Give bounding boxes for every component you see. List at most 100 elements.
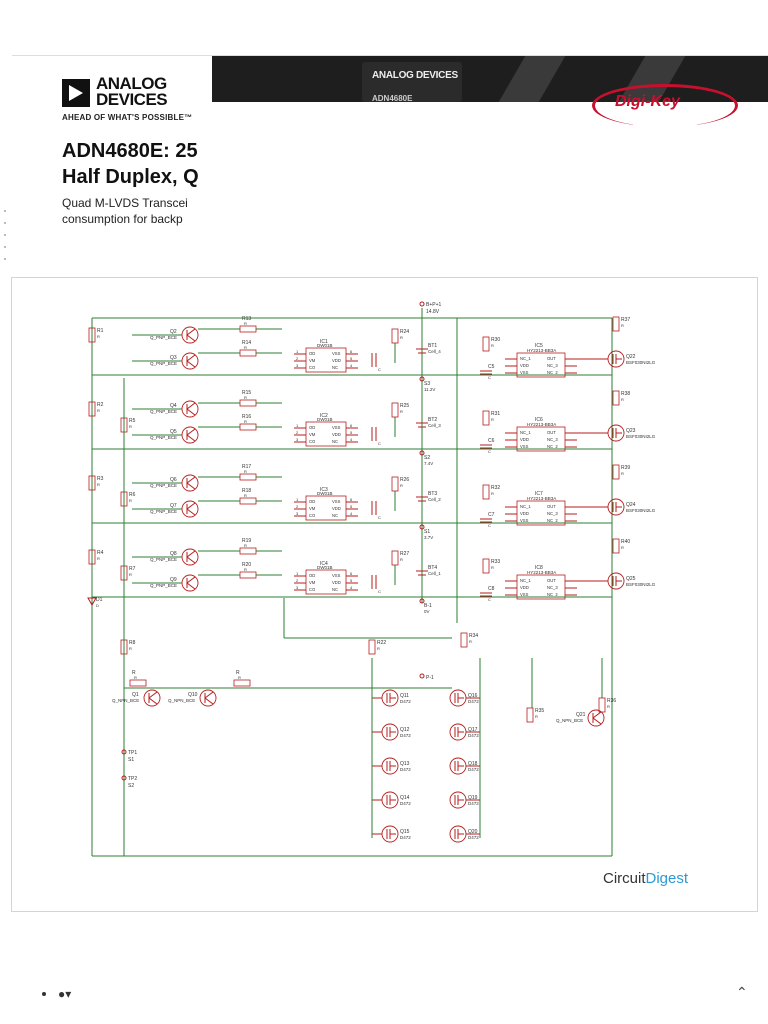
resistor-value: R [621, 397, 624, 402]
resistor-label: R31 [491, 411, 500, 417]
ic-pin-label: VDD [520, 585, 529, 590]
resistor-value: R [97, 408, 100, 413]
brand-tagline: AHEAD OF WHAT'S POSSIBLE™ [62, 113, 193, 122]
ic-chip [305, 421, 347, 447]
mosfet-label: Q20 [468, 829, 478, 835]
ad-banner[interactable]: ANALOG DEVICES ADN4680E Digi-Key ANALOG … [12, 55, 768, 239]
ic-pin-label: NC [332, 439, 338, 444]
capacitor-value: C [488, 523, 491, 528]
transistor-label: Q5 [170, 429, 177, 435]
transistor-label: Q7 [170, 503, 177, 509]
menu-dot-icon[interactable] [42, 992, 46, 996]
node-label: S1 [424, 529, 430, 535]
transistor-part: Q_PNP_BCE [150, 557, 177, 562]
capacitor-label: C8 [488, 586, 495, 592]
transistor [181, 426, 199, 444]
resistor-label: R16 [242, 414, 251, 420]
resistor-value: R [97, 482, 100, 487]
ic-pin-number: 1 [296, 349, 299, 354]
node-terminal [419, 376, 425, 382]
ic-pin-label: NC_3 [547, 585, 558, 590]
resistor-value: R [244, 543, 247, 548]
transistor [181, 500, 199, 518]
node-terminal [419, 450, 425, 456]
ic-pin-label: VDD [332, 506, 341, 511]
ic-label: IC6 [535, 417, 543, 423]
resistor-value: R [244, 469, 247, 474]
node-voltage: 7.4V [424, 461, 433, 466]
wire [186, 428, 196, 436]
ic-pin-label: VSS [332, 573, 341, 578]
transistor [143, 689, 161, 707]
resistor [239, 497, 257, 505]
p-minus-label: P-1 [426, 675, 434, 681]
ic-chip [516, 352, 566, 378]
chip-brand: ANALOG DEVICES [372, 70, 458, 81]
transistor-part: Q_PNP_BCE [150, 435, 177, 440]
chevron-up-icon[interactable]: ⌃ [736, 984, 748, 1000]
ic-chip [516, 426, 566, 452]
ic-pin-label: CO [309, 439, 316, 444]
resistor-value: R [400, 483, 403, 488]
ic-chip [305, 495, 347, 521]
wire [186, 354, 196, 362]
ic-pin-label: OD [309, 351, 315, 356]
transistor-part: Q_NPN_BCE [112, 698, 139, 703]
user-icon[interactable]: ●▾ [58, 987, 72, 1001]
resistor [482, 558, 490, 574]
capacitor-value: C [378, 589, 381, 594]
resistor-value: R [469, 639, 472, 644]
resistor [526, 707, 534, 723]
ic-label: IC3 [320, 487, 328, 493]
ic-pin-label: NC_3 [547, 437, 558, 442]
resistor-label: R22 [377, 640, 386, 646]
ic-pin-label: CO [309, 513, 316, 518]
transistor-part: Q_PNP_BCE [150, 361, 177, 366]
capacitor-value: C [488, 597, 491, 602]
resistor [88, 549, 96, 565]
node-terminal [419, 598, 425, 604]
transistor-part: Q_PNP_BCE [150, 409, 177, 414]
resistor [391, 476, 399, 492]
ic-part: HY2213-BB3A [527, 348, 556, 353]
ic-part: HY2213-BB3A [527, 422, 556, 427]
ic-pin-label: OUT [547, 356, 556, 361]
ic-pin-label: VSS [520, 444, 529, 449]
transistor [181, 548, 199, 566]
resistor-label: R30 [491, 337, 500, 343]
resistor-label: R3 [97, 476, 104, 482]
transistor [181, 352, 199, 370]
resistor-label: R32 [491, 485, 500, 491]
mosfet-label: Q13 [400, 761, 410, 767]
mosfet-label: Q18 [468, 761, 478, 767]
ic-pin-label: NC_2 [547, 518, 558, 523]
resistor-label: R15 [242, 390, 251, 396]
resistor-label: R34 [469, 633, 478, 639]
ic-part: DW01B [317, 417, 333, 422]
wire [204, 691, 214, 699]
ad-title-line1: ADN4680E: 25 [62, 140, 198, 162]
wire [186, 402, 196, 410]
ic-pin-label: NC [332, 365, 338, 370]
ic-label: IC8 [535, 565, 543, 571]
mosfet-part: D472 [400, 801, 411, 806]
ic-pin-number: 2 [296, 430, 299, 435]
ic-pin-label: OD [309, 499, 315, 504]
transistor-part: Q_PNP_BCE [150, 483, 177, 488]
mosfet-label: Q22 [626, 354, 636, 360]
resistor-label: R40 [621, 539, 630, 545]
node-voltage: 3.7V [424, 535, 433, 540]
battery-label: BT3 [428, 491, 437, 497]
resistor-value: R [238, 675, 241, 680]
mosfet-part: BSF030NI2LG [626, 434, 656, 439]
ic-pin-label: NC [332, 513, 338, 518]
resistor-value: R [491, 343, 494, 348]
ad-title[interactable]: ADN4680E: 25 Half Duplex, Q [62, 138, 202, 190]
ic-pin-number: 4 [350, 437, 353, 442]
ic-pin-label: VDD [520, 511, 529, 516]
ic-pin-number: 3 [296, 585, 299, 590]
resistor-value: R [129, 646, 132, 651]
resistor [391, 550, 399, 566]
ic-pin-number: 2 [296, 578, 299, 583]
